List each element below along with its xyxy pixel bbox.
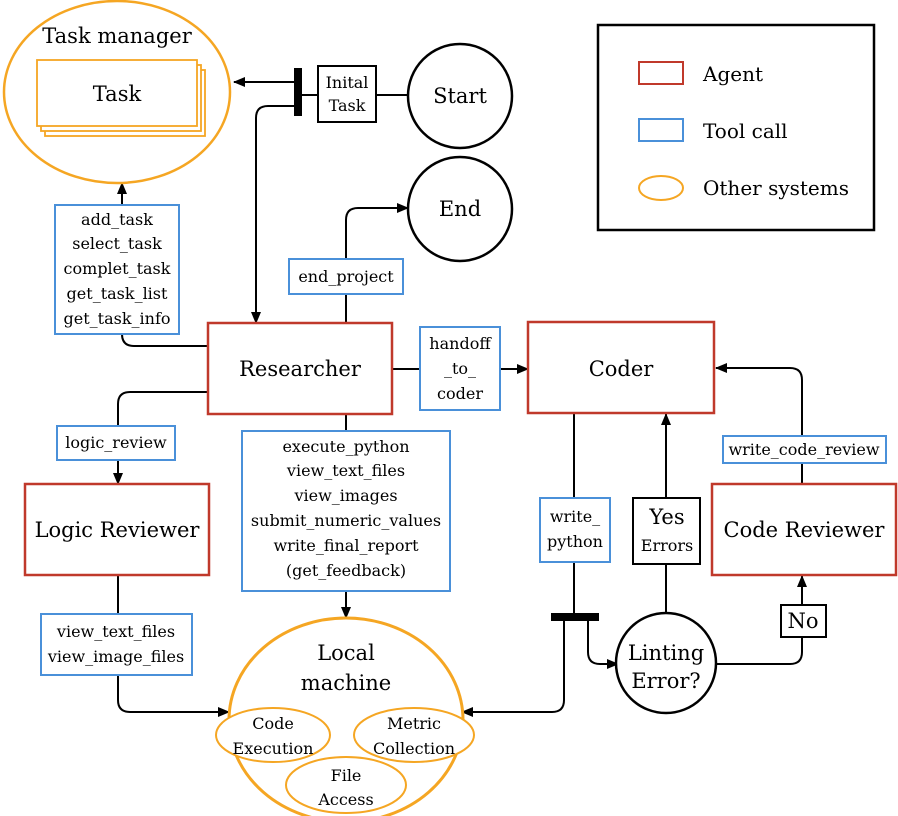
logic-reviewer-tools-box: view_text_files view_image_files — [40, 613, 193, 676]
logic-reviewer-agent: Logic Reviewer — [23, 482, 211, 577]
code-reviewer-label: Code Reviewer — [724, 518, 886, 542]
start-node: Start — [406, 42, 514, 150]
edges — [113, 77, 807, 717]
researcher-tool-6: (get_feedback) — [286, 561, 406, 580]
task-tool-5: get_task_info — [64, 309, 171, 328]
linting-line-1: Linting — [628, 641, 704, 665]
file-access-ellipse — [285, 756, 407, 814]
code-reviewer-agent: Code Reviewer — [710, 482, 898, 577]
researcher-tool-2: view_text_files — [286, 461, 405, 480]
researcher-tool-3: view_images — [293, 486, 397, 505]
logic-review-label: logic_review — [65, 433, 167, 452]
researcher-tool-4: submit_numeric_values — [251, 511, 441, 530]
local-machine: Local machine Code Execution Metric Coll… — [215, 616, 475, 816]
start-label: Start — [433, 84, 487, 108]
coder-agent: Coder — [526, 320, 716, 415]
end-project-label: end_project — [298, 267, 394, 286]
logic-reviewer-label: Logic Reviewer — [35, 518, 201, 542]
file-access-line-1: File — [331, 766, 362, 785]
write-python-box: write_ python — [539, 497, 611, 563]
task-label: Task — [93, 82, 142, 106]
local-machine-line-2: machine — [301, 671, 391, 695]
code-execution-line-1: Code — [252, 714, 294, 733]
write-code-review-box: write_code_review — [722, 435, 887, 464]
sync-bar-coder — [551, 613, 599, 621]
write-python-line-2: python — [547, 532, 603, 551]
initial-task-line-1: Inital — [326, 73, 369, 92]
task-tool-4: get_task_list — [67, 284, 168, 303]
task-tool-2: select_task — [72, 234, 162, 253]
write-code-review-label: write_code_review — [728, 440, 879, 459]
edge-linting-to-no — [714, 637, 803, 665]
edge-end-project-to-end — [345, 203, 409, 259]
logic-review-box: logic_review — [56, 425, 176, 461]
legend-tool-label: Tool call — [703, 119, 788, 143]
task-manager: Task manager Task — [2, 0, 232, 185]
task-manager-title: Task manager — [42, 24, 192, 48]
edge-bar-to-researcher — [251, 105, 298, 324]
yes-errors-box: Yes Errors — [632, 497, 701, 565]
legend-other-swatch — [638, 175, 684, 201]
edge-researcher-to-task-tools — [121, 333, 208, 347]
task-tool-3: complet_task — [64, 259, 171, 278]
legend-other-label: Other systems — [703, 176, 849, 200]
linting-line-2: Error? — [631, 669, 700, 693]
yes-label: Yes — [648, 505, 684, 529]
legend-tool-swatch — [638, 118, 684, 142]
logic-reviewer-tool-1: view_text_files — [56, 622, 175, 641]
legend-agent-label: Agent — [702, 62, 763, 86]
end-project-box: end_project — [288, 258, 404, 295]
researcher-agent: Researcher — [206, 321, 394, 416]
end-node: End — [406, 155, 514, 263]
file-access-line-2: Access — [317, 790, 373, 809]
code-execution-ellipse — [215, 707, 331, 763]
legend-agent-swatch — [638, 61, 684, 85]
metric-collection-line-1: Metric — [387, 714, 441, 733]
no-label: No — [787, 609, 818, 633]
end-label: End — [439, 197, 481, 221]
logic-reviewer-tool-2: view_image_files — [47, 647, 184, 666]
handoff-box: handoff _to_ coder — [419, 326, 501, 411]
task-tools-box: add_task select_task complet_task get_ta… — [54, 204, 180, 335]
researcher-label: Researcher — [239, 357, 362, 381]
edge-review-tool-to-coder — [715, 363, 803, 436]
edge-bar-to-local-machine — [461, 617, 565, 717]
task-tool-1: add_task — [81, 210, 153, 229]
handoff-line-2: _to_ — [444, 359, 476, 378]
metric-collection-ellipse — [353, 707, 475, 763]
edge-logic-reviewer-tools-to-local-machine — [117, 675, 230, 717]
researcher-tool-1: execute_python — [282, 437, 409, 456]
handoff-line-1: handoff — [429, 334, 492, 353]
task-stack-front — [36, 59, 198, 127]
initial-task-line-2: Task — [329, 96, 366, 115]
metric-collection-line-2: Collection — [373, 739, 455, 758]
linting-node: Linting Error? — [614, 611, 718, 715]
errors-label: Errors — [641, 536, 693, 555]
handoff-line-3: coder — [437, 384, 483, 403]
sync-bar-initial — [294, 68, 302, 116]
researcher-tool-5: write_final_report — [273, 536, 419, 555]
write-python-line-1: write_ — [550, 507, 600, 526]
code-execution-line-2: Execution — [233, 739, 314, 758]
edge-researcher-to-logic-review — [117, 391, 208, 426]
coder-label: Coder — [589, 357, 655, 381]
legend: Agent Tool call Other systems — [596, 23, 876, 232]
edge-bar-to-linting — [587, 617, 619, 669]
initial-task-box: Inital Task — [317, 65, 377, 123]
local-machine-line-1: Local — [317, 641, 375, 665]
researcher-tools-box: execute_python view_text_files view_imag… — [241, 430, 451, 592]
no-box: No — [780, 604, 827, 638]
